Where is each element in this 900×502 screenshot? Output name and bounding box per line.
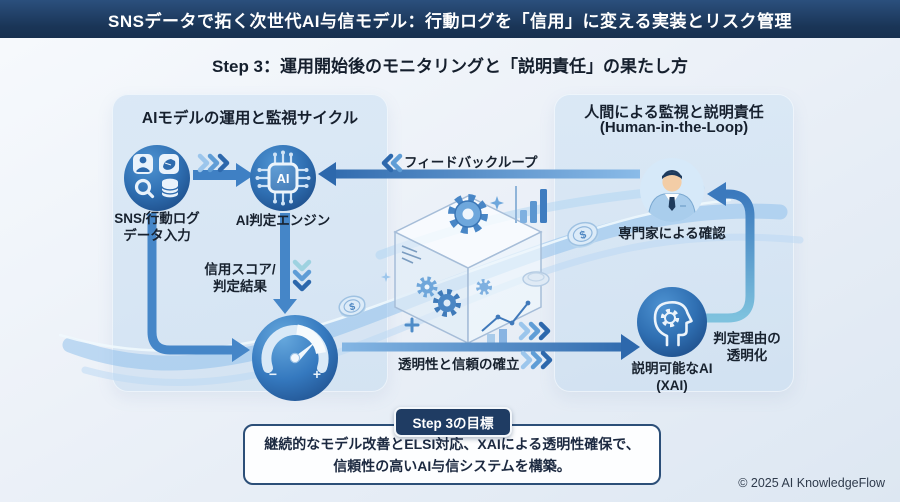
xai-label: 説明可能なAI (XAI) xyxy=(631,361,713,393)
database-icon xyxy=(161,178,179,198)
trust-label: 透明性と信頼の確立 xyxy=(398,357,520,372)
step-subtitle: Step 3：運用開始後のモニタリングと「説明責任」の果たし方 xyxy=(211,57,688,76)
goal-text-line2: 信頼性の高いAI与信システムを構築。 xyxy=(333,457,571,474)
expert-label: 専門家による確認 xyxy=(618,226,726,241)
ai-engine-label: AI判定エンジン xyxy=(235,213,331,228)
sns-data-label: SNS/行動ログ データ入力 xyxy=(114,211,200,243)
gear-icon xyxy=(476,279,492,295)
panel-human-oversight-title-line1: 人間による監視と説明責任 xyxy=(584,104,764,121)
expert-avatar-icon xyxy=(640,158,704,222)
document-lines-decoration xyxy=(401,245,422,264)
gauge-minus-label: − xyxy=(269,366,277,382)
ai-chip-text: AI xyxy=(277,171,290,186)
gauge-icon: − + xyxy=(252,315,338,401)
sparkle-icon xyxy=(381,196,504,282)
ai-chip-icon: AI xyxy=(250,145,316,211)
reason-transparency-label: 判定理由の 透明化 xyxy=(713,331,781,363)
plus-sparkle-icon xyxy=(404,317,420,333)
user-icon xyxy=(133,154,153,174)
coin-icon xyxy=(522,271,550,287)
panel-ai-operation-title: AIモデルの運用と監視サイクル xyxy=(141,110,359,127)
bar-chart-icon xyxy=(515,186,547,223)
credit-gauge-node: − + xyxy=(245,308,345,413)
gauge-plus-label: + xyxy=(313,366,321,382)
search-icon xyxy=(134,178,155,199)
sns-data-icon xyxy=(124,145,190,211)
chevrons-right-icon xyxy=(518,321,553,370)
copyright-text: © 2025 AI KnowledgeFlow xyxy=(738,476,885,490)
panel-human-oversight-title-line2: (Human-in-the-Loop) xyxy=(599,119,749,136)
sns-data-node xyxy=(119,140,195,221)
gear-icon xyxy=(433,289,461,317)
twitter-bird-icon xyxy=(159,154,179,174)
expert-node xyxy=(634,152,710,233)
ai-engine-node: AI xyxy=(243,138,323,223)
feedback-loop-label: フィードバックループ xyxy=(404,155,538,170)
gear-icon xyxy=(416,276,438,298)
mini-line-chart-icon xyxy=(481,300,531,348)
title-banner: SNSデータで拓く次世代AI与信モデル：行動ログを「信用」に変える実装とリスク管… xyxy=(0,0,900,38)
credit-score-label: 信用スコア/ 判定結果 xyxy=(204,262,276,294)
cube-gears-illustration xyxy=(393,194,543,348)
gear-icon xyxy=(448,194,488,234)
goal-badge: Step 3の目標 xyxy=(394,407,512,437)
goal-text-line1: 継続的なモデル改善とELSI対応、XAIによる透明性確保で、 xyxy=(264,435,640,452)
page-title: SNSデータで拓く次世代AI与信モデル：行動ログを「信用」に変える実装とリスク管… xyxy=(108,11,792,31)
goal-box: 継続的なモデル改善とELSI対応、XAIによる透明性確保で、 信頼性の高いAI与… xyxy=(243,424,661,485)
